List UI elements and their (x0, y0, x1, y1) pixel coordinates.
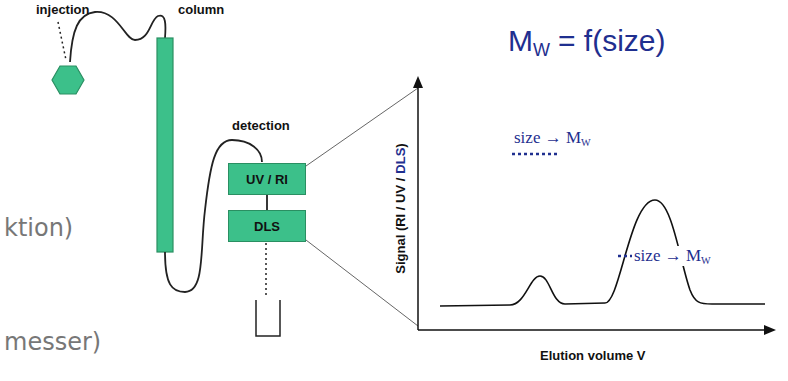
signal-curve (440, 200, 765, 306)
injector-hexagon (52, 66, 84, 94)
size-annotation: size → MW (512, 128, 593, 148)
size-annotation: size → MW (632, 246, 713, 266)
injection-leader (58, 22, 66, 60)
subscript: W (701, 255, 711, 266)
axis-label: Elution volume V (540, 348, 645, 363)
axis-arrow (764, 325, 776, 335)
formula-title: MW = f(size) (508, 24, 666, 58)
cut-off-text: ktion) (4, 214, 73, 242)
x-axis (418, 329, 768, 331)
label-text: DLS (392, 147, 407, 173)
part-label: column (178, 2, 224, 17)
cut-off-text: messer) (4, 328, 101, 356)
detector-label: UV / RI (246, 172, 288, 187)
size-marker (512, 153, 560, 156)
part-label: detection (232, 118, 290, 133)
axis-arrow (413, 76, 423, 88)
tube (70, 12, 165, 62)
label-text: = f(size) (558, 24, 666, 58)
beaker (256, 300, 280, 336)
label-text: ) (392, 143, 407, 147)
detector-box: UV / RI (228, 163, 306, 195)
label-text: size → M (514, 128, 581, 148)
subscript: W (533, 40, 550, 61)
detector-label: DLS (254, 219, 280, 234)
detector-box: DLS (228, 210, 306, 242)
label-text: M (508, 24, 533, 58)
axis-label: Signal (RI / UV / DLS) (392, 143, 407, 273)
subscript: W (581, 137, 591, 148)
connector (267, 195, 268, 210)
label-text: size → M (634, 246, 701, 266)
y-axis (417, 84, 419, 330)
column-tube (157, 38, 173, 252)
outflow-leader (265, 243, 267, 298)
part-label: injection (36, 2, 89, 17)
label-text: Signal (RI / UV / (392, 177, 407, 273)
